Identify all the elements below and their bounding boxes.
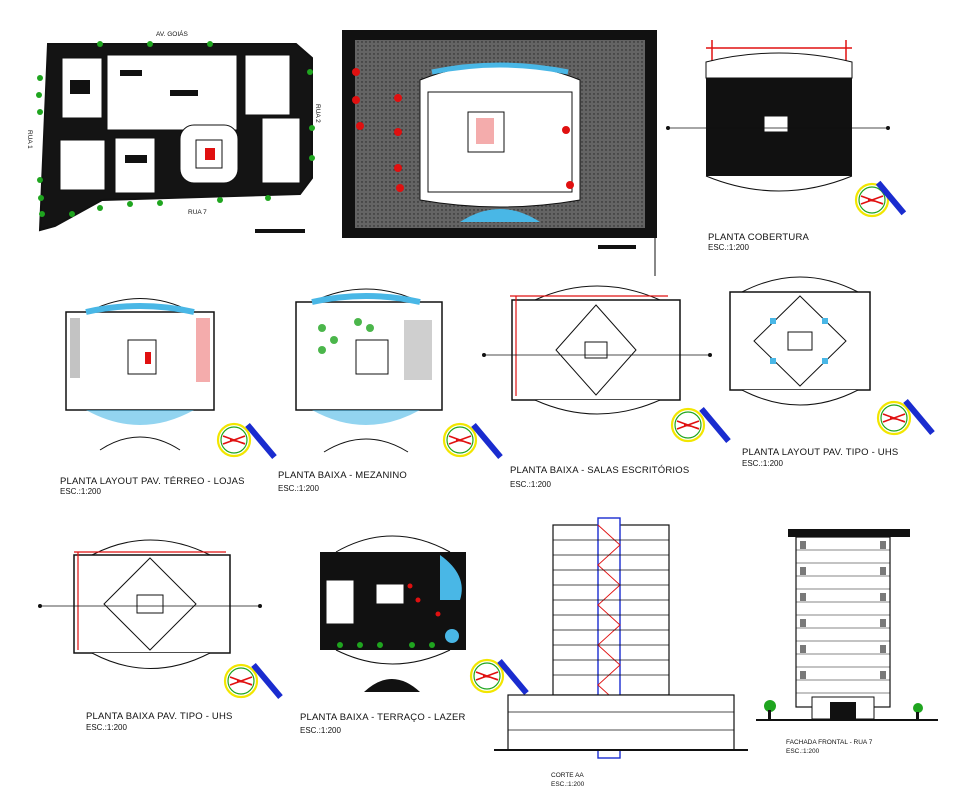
site-street-left: RUA 1 (26, 130, 33, 149)
title-office-floor: PLANTA BAIXA - SALAS ESCRITÓRIOS (510, 465, 689, 476)
section-aa: CORTE AA ESC.:1:200 (494, 517, 748, 788)
site-street-right: RUA 2 (314, 104, 321, 123)
site-street-bottom: RUA 7 (188, 209, 207, 216)
ground-plot-plan (342, 30, 657, 276)
office-floor-plan: PLANTA BAIXA - SALAS ESCRITÓRIOS ESC.:1:… (482, 285, 731, 489)
scale-ground-floor-layout: ESC.:1:200 (60, 487, 101, 496)
scale-terrace-leisure: ESC.:1:200 (300, 726, 341, 735)
typical-unit-plan: PLANTA BAIXA PAV. TIPO - UHS ESC.:1:200 (38, 539, 283, 732)
scale-typical-unit-layout: ESC.:1:200 (742, 459, 783, 468)
roof-plan: PLANTA COBERTURA ESC.:1:200 (666, 40, 907, 252)
scale-roof-plan: ESC.:1:200 (708, 243, 749, 252)
title-front-elevation: FACHADA FRONTAL - RUA 7 (786, 739, 873, 746)
title-roof-plan: PLANTA COBERTURA (708, 232, 810, 243)
title-typical-unit-plan: PLANTA BAIXA PAV. TIPO - UHS (86, 711, 233, 722)
title-typical-unit-layout: PLANTA LAYOUT PAV. TIPO - UHS (742, 447, 898, 458)
site-street-top: AV. GOIÁS (156, 29, 188, 38)
typical-unit-layout-plan: PLANTA LAYOUT PAV. TIPO - UHS ESC.:1:200 (729, 276, 935, 468)
scale-typical-unit-plan: ESC.:1:200 (86, 723, 127, 732)
front-elevation: FACHADA FRONTAL - RUA 7 ESC.:1:200 (756, 529, 938, 755)
scale-mezzanine: ESC.:1:200 (278, 484, 319, 493)
ground-floor-layout-plan: PLANTA LAYOUT PAV. TÉRREO - LOJAS ESC.:1… (60, 298, 277, 496)
site-plan: AV. GOIÁS RUA 1 RUA 2 RUA 7 (26, 29, 321, 233)
title-mezzanine: PLANTA BAIXA - MEZANINO (278, 470, 407, 481)
scale-front-elevation: ESC.:1:200 (786, 748, 820, 755)
title-section-aa: CORTE AA (551, 772, 584, 779)
title-ground-floor-layout: PLANTA LAYOUT PAV. TÉRREO - LOJAS (60, 476, 245, 487)
title-terrace-leisure: PLANTA BAIXA - TERRAÇO - LAZER (300, 712, 466, 723)
terrace-leisure-plan: PLANTA BAIXA - TERRAÇO - LAZER ESC.:1:20… (300, 535, 529, 735)
scale-office-floor: ESC.:1:200 (510, 480, 551, 489)
mezzanine-plan: PLANTA BAIXA - MEZANINO ESC.:1:200 (278, 288, 503, 493)
scale-section-aa: ESC.:1:200 (551, 781, 585, 788)
